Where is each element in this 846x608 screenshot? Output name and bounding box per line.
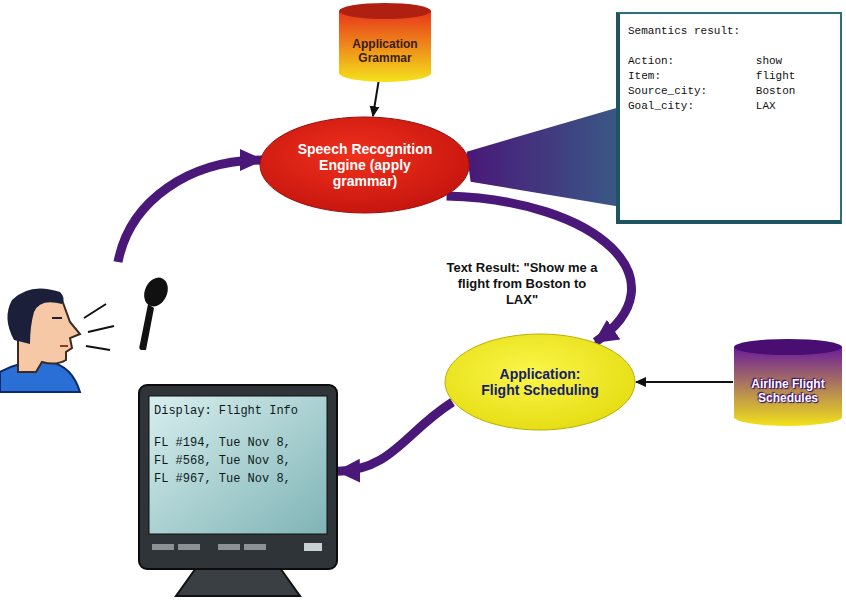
semantics-callout: Semantics result: Action: showItem: flightS…: [616, 12, 842, 224]
semantic-field: Boston: [756, 84, 832, 99]
feed-arrow: [373, 82, 379, 116]
monitor-button: [178, 544, 200, 550]
monitor-button: [218, 544, 240, 550]
flow-arrow: [338, 402, 452, 471]
monitor-button: [152, 544, 174, 550]
semantic-field: Item:: [628, 69, 744, 84]
voice-arrow: [118, 160, 262, 262]
screen-line: FL #967, Tue Nov 8,: [154, 470, 298, 488]
grammar-cylinder: Application Grammar: [338, 2, 432, 82]
callout-heading: Semantics result:: [628, 24, 832, 39]
monitor-bezel: [139, 385, 337, 569]
feed-arrow: [636, 381, 733, 383]
application-ellipse: Application: Flight Scheduling: [444, 333, 636, 431]
node-label: Airline Flight Schedules: [740, 377, 836, 405]
semantic-field: Goal_city:: [628, 99, 744, 114]
semantic-field: Source_city:: [628, 84, 744, 99]
text-block: Application: Flight Scheduling: [480, 366, 600, 398]
semantic-field: flight: [756, 69, 832, 84]
person-figure: [0, 288, 80, 392]
cylinder-body: [339, 11, 431, 82]
semantic-field: show: [756, 54, 832, 69]
sound-lines: [84, 304, 114, 350]
node-label: Application: Flight Scheduling: [480, 366, 600, 398]
monitor-screen: [149, 396, 327, 534]
text-block: Application Grammar: [345, 37, 425, 65]
semantic-field: LAX: [756, 99, 832, 114]
node-label: Application Grammar: [345, 37, 425, 65]
ellipse-shape: [260, 117, 469, 213]
schedules-cylinder: Airline Flight Schedules: [733, 338, 843, 426]
cylinder-top: [734, 339, 842, 355]
cylinder-body: [734, 347, 842, 426]
monitor-button: [244, 544, 266, 550]
text-block: Display: Flight InfoFL #194, Tue Nov 8,F…: [154, 402, 298, 488]
text-block: Airline Flight Schedules: [740, 377, 836, 405]
microphone: [139, 274, 172, 350]
screen-line: FL #568, Tue Nov 8,: [154, 452, 298, 470]
monitor-stand: [176, 568, 300, 596]
ellipse-shape: [445, 334, 635, 430]
screen-line: Display: Flight Info: [154, 402, 298, 420]
cylinder-top: [339, 3, 431, 19]
engine-ellipse: Speech Recognition Engine (apply grammar…: [259, 116, 470, 214]
screen-line: FL #194, Tue Nov 8,: [154, 434, 298, 452]
display-monitor: Display: Flight InfoFL #194, Tue Nov 8,F…: [138, 384, 338, 570]
semantic-field: Action:: [628, 54, 744, 69]
text-block: Speech Recognition Engine (apply grammar…: [295, 141, 435, 189]
monitor-button: [304, 543, 322, 551]
edge-label: Text Result: "Show me a flight from Bost…: [441, 259, 603, 309]
node-label: Speech Recognition Engine (apply grammar…: [295, 141, 435, 189]
